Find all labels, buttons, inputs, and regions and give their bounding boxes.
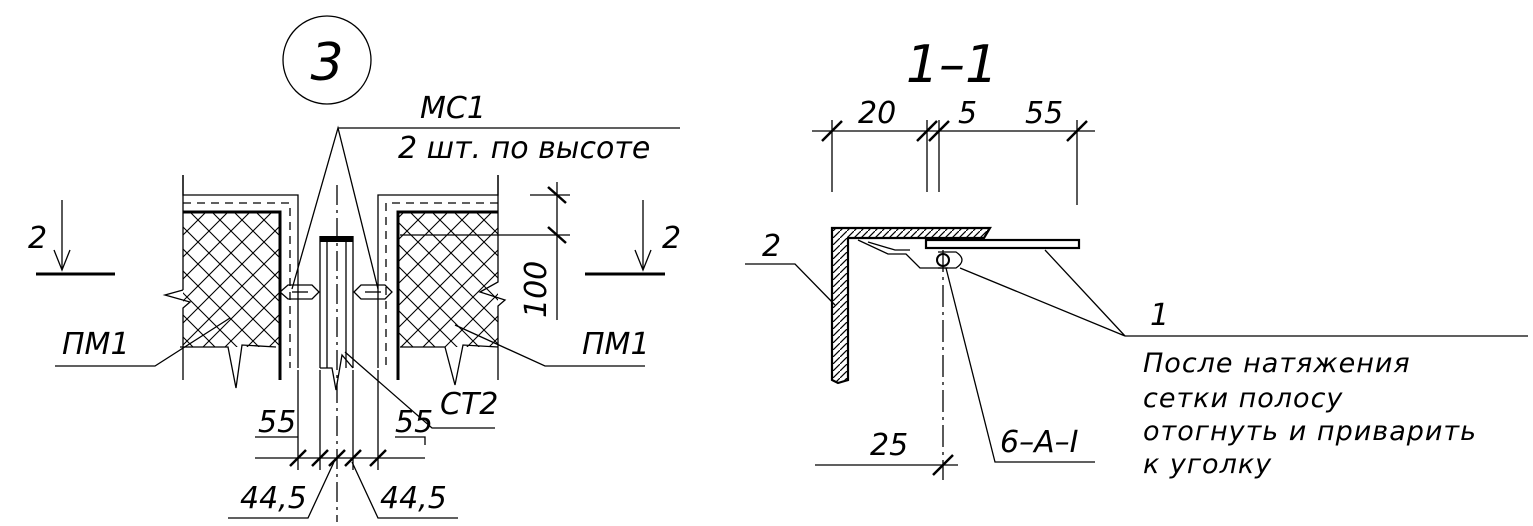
section-mark-right-label: 2 (662, 221, 681, 256)
detail-marker-label: 3 (310, 33, 343, 93)
dim-445-right: 44,5 (380, 481, 447, 516)
steel-angle (830, 226, 992, 385)
connector-left (279, 284, 320, 300)
dim-5: 5 (958, 96, 977, 131)
dims-bottom: 55 55 44,5 44,5 (228, 370, 458, 519)
dim-55: 55 (1025, 96, 1063, 131)
dim-25-label: 25 (870, 428, 908, 463)
mc1-label: МС1 (420, 91, 486, 126)
dim-445-left: 44,5 (240, 481, 307, 516)
leader-rod: 6–A–I (945, 267, 1095, 463)
dim-55-left: 55 (258, 405, 296, 440)
note-line-4: к уголку (1143, 449, 1272, 480)
section-mark-left: 2 (28, 200, 115, 276)
bent-strip (857, 239, 963, 269)
note-line-1: После натяжения (1143, 348, 1411, 379)
strip-plate (924, 238, 1081, 250)
section-title: 1–1 (906, 35, 998, 95)
tensioning-note: После натяжения сетки полосу отогнуть и … (1143, 348, 1477, 480)
leader-2: 2 (745, 229, 836, 306)
leader-pm1-right: ПМ1 (454, 324, 650, 367)
connector-right (353, 284, 393, 300)
mc1-note: 2 шт. по высоте (398, 131, 650, 166)
leader-1: 1 (959, 249, 1528, 337)
note-line-2: сетки полосу (1143, 383, 1343, 414)
center-strip (319, 185, 354, 522)
dim-20: 20 (858, 96, 896, 131)
note-line-3: отогнуть и приварить (1143, 416, 1477, 447)
ct2-label: СТ2 (440, 387, 498, 422)
rod-label: 6–A–I (1000, 425, 1079, 460)
panel-right (377, 175, 507, 386)
detail-marker: 3 (282, 15, 372, 105)
dim-100-label: 100 (519, 261, 554, 318)
leader-mc1: МС1 2 шт. по высоте (291, 91, 680, 290)
dim-100: 100 (400, 182, 570, 320)
rod (936, 250, 950, 480)
label-1: 1 (1150, 298, 1169, 333)
leader-ct2: СТ2 (344, 351, 498, 429)
section-1-1: 1–1 20 5 55 (745, 35, 1528, 480)
leader-pm1-left: ПМ1 (55, 317, 231, 367)
section-mark-left-label: 2 (28, 221, 47, 256)
section-mark-right: 2 (585, 200, 681, 276)
dim-25: 25 (815, 428, 958, 476)
dim-55-right: 55 (395, 405, 433, 440)
pm1-left-label: ПМ1 (62, 327, 130, 362)
dims-top: 20 5 55 (812, 96, 1095, 205)
label-2: 2 (762, 229, 781, 264)
pm1-right-label: ПМ1 (582, 327, 650, 362)
panel-left (162, 175, 299, 389)
detail-3: 3 (28, 15, 681, 522)
